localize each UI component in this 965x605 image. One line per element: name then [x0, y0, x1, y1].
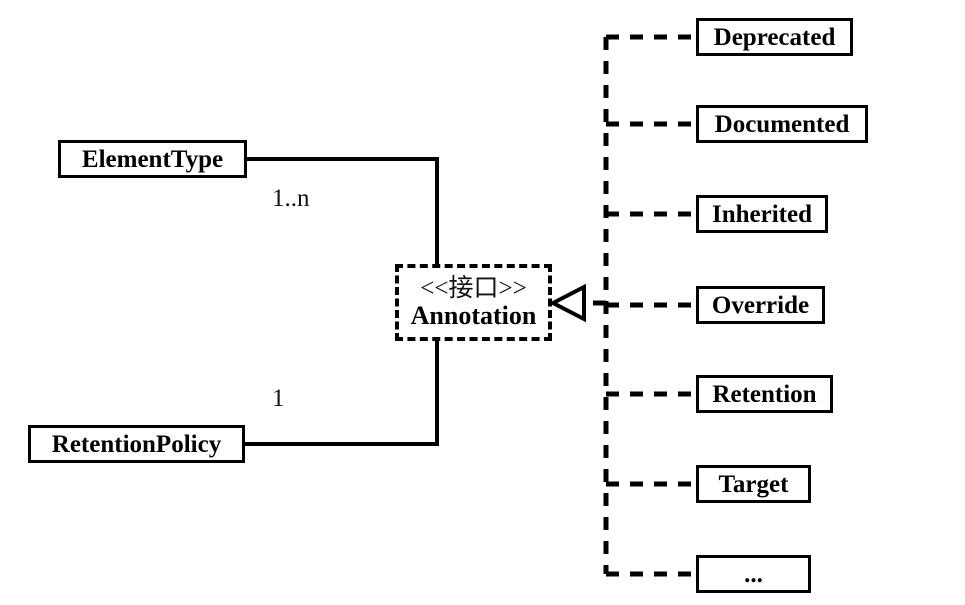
class-label-target: Target: [718, 470, 789, 498]
class-box-retentionpolicy[interactable]: RetentionPolicy: [28, 425, 245, 463]
multiplicity-label-retentionpolicy: 1: [272, 385, 285, 412]
class-label-deprecated: Deprecated: [713, 23, 836, 51]
class-box-retention[interactable]: Retention: [696, 375, 833, 413]
class-label-documented: Documented: [714, 110, 850, 138]
class-label-retention: Retention: [712, 380, 817, 408]
class-box-override[interactable]: Override: [696, 286, 825, 324]
multiplicity-label-elementtype: 1..n: [272, 185, 310, 212]
class-box-deprecated[interactable]: Deprecated: [696, 18, 853, 56]
class-label-retentionpolicy: RetentionPolicy: [51, 430, 222, 458]
inheritance-arrowhead-icon: [548, 283, 586, 323]
class-label-ellipsis: ...: [744, 560, 763, 588]
class-box-target[interactable]: Target: [696, 465, 811, 503]
class-box-inherited[interactable]: Inherited: [696, 195, 828, 233]
class-box-documented[interactable]: Documented: [696, 105, 868, 143]
class-label-elementtype: ElementType: [81, 145, 224, 173]
class-box-ellipsis[interactable]: ...: [696, 555, 811, 593]
class-label-override: Override: [711, 291, 810, 319]
interface-box-annotation[interactable]: <<接口>> Annotation: [395, 264, 552, 341]
class-box-elementtype[interactable]: ElementType: [58, 140, 247, 178]
interface-name-label: Annotation: [410, 300, 537, 330]
class-label-inherited: Inherited: [712, 200, 812, 228]
interface-stereotype-label: <<接口>>: [420, 274, 527, 302]
